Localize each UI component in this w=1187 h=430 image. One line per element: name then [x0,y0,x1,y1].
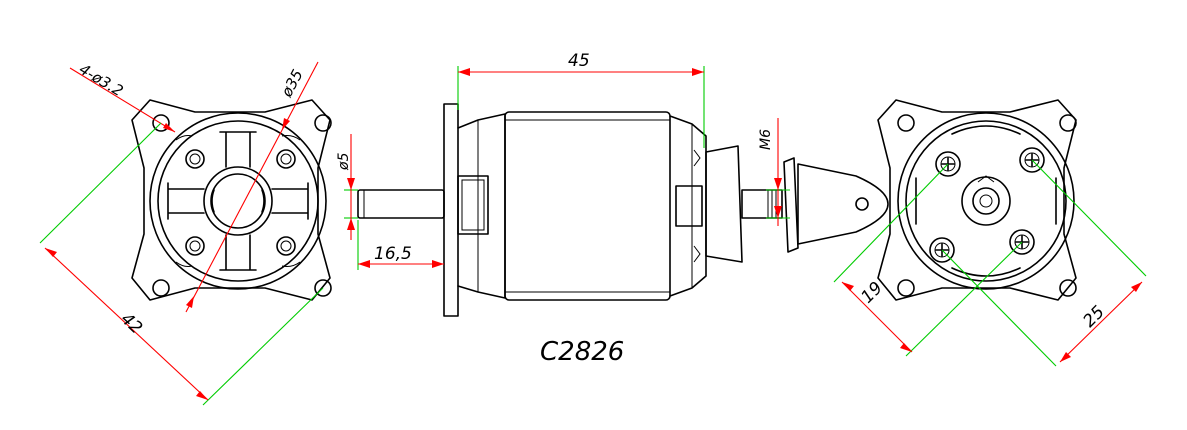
mount-hole-icon [152,279,170,297]
front-hub [675,185,703,227]
arrow-icon [458,68,470,76]
arrow-icon [282,118,290,130]
arrow-icon [186,296,194,308]
front-spoke-bottom [219,234,257,271]
mount-hole-icon [314,279,332,297]
extension-line [905,241,1023,357]
prop-washer [783,157,799,253]
mount-hole-leader [69,67,176,133]
model-label: C2826 [540,337,624,367]
rear-bearing [972,187,1000,215]
outer-diameter-label: ø35 [277,66,307,100]
front-spacing-label: 42 [117,309,146,338]
arrow-icon [347,218,355,230]
prop-thread-label: M6 [758,129,774,150]
side-dimensions: 45 ø5 16,5 M6 C2826 [336,51,790,367]
rear-mount-plate [877,99,1077,301]
screw-icon [1019,147,1045,173]
arrow-icon [900,343,912,352]
mount-hole-icon [897,114,915,132]
outer-diameter-line [185,61,319,313]
rear-housing [457,113,506,299]
rear-view [877,99,1077,301]
rear-spacing-b-label: 25 [1079,302,1108,331]
arrow-icon [196,391,208,400]
extension-line [941,249,1057,367]
screw-boss-icon [185,236,205,256]
arrow-icon [1060,352,1071,362]
extension-line [833,163,949,283]
front-dimensions: 4-ø3.2 ø35 42 [39,60,324,406]
side-view [357,103,889,317]
front-bearing-boss [203,166,273,236]
motor-can [504,111,671,301]
front-shaft [741,189,783,219]
mount-hole-icon [152,114,170,132]
rear-slot [915,177,1057,225]
front-spoke-right [271,182,309,220]
extension-line [202,287,324,406]
front-bearing [210,173,266,229]
front-housing-outer [149,112,327,290]
body-length-label: 45 [568,51,590,71]
mount-hole-icon [897,279,915,297]
arrow-icon [45,248,57,257]
prop-collar [705,145,743,263]
rear-spacing-b-line [1059,281,1143,363]
rear-shaft [357,189,445,219]
mount-hole-icon [1059,279,1077,297]
screw-boss-icon [276,236,296,256]
rear-hub [457,175,489,235]
mount-flange [443,103,459,317]
mount-hole-icon [1059,114,1077,132]
mount-hole-icon [314,114,332,132]
front-view [131,99,332,301]
front-spoke-top [219,131,257,168]
screw-boss-icon [276,149,296,169]
arrow-icon [358,260,370,268]
shaft-length-label: 16,5 [374,244,412,264]
rear-slot [951,125,1021,277]
extension-line [1031,159,1147,277]
front-spoke-left [167,182,205,220]
arrow-icon [1131,282,1142,292]
rear-spacing-a-line [841,281,913,353]
arrow-icon [842,282,854,291]
spinner-hole-icon [855,197,869,211]
extension-line [39,122,162,244]
front-housing-rim [157,120,319,282]
screw-boss-icon [185,149,205,169]
arrow-icon [774,206,782,218]
spinner-nut [797,163,889,245]
front-spacing-dimension-line [44,247,209,401]
rear-bearing-boss [961,176,1011,226]
arrow-icon [432,260,444,268]
rear-housing-outer [897,112,1075,290]
mount-holes-label: 4-ø3.2 [76,60,126,100]
arrow-icon [163,123,175,132]
arrow-icon [692,68,704,76]
shaft-diameter-label: ø5 [336,152,352,171]
arrow-icon [347,178,355,190]
arrow-icon [774,178,782,190]
rear-housing-rim [905,120,1067,282]
front-mount-plate [131,99,331,301]
